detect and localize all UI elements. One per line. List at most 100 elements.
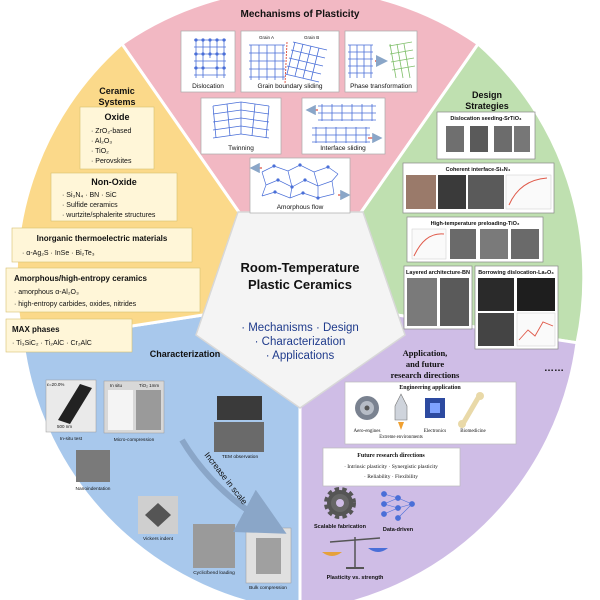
interface-lattice-icon (312, 104, 376, 143)
ceramic-box-nonoxide-line1: · Sulfide ceramics (62, 202, 118, 209)
mechanism-label-phase-transformation: Phase transformation (350, 83, 412, 90)
ceramic-box-oxide-title: Oxide (104, 112, 129, 122)
design-label-layered-architecture: Layered architecture-BN (406, 270, 470, 276)
ceramic-box-oxide-line2: · TiO₂ (91, 148, 109, 155)
mechanisms-panel: Mechanisms of Plasticity Dislocation Gra… (180, 9, 418, 214)
gb-tag-grain-a: Grain A (259, 35, 274, 40)
future-line1: · Intrinsic plasticity · Synergistic pla… (344, 464, 438, 470)
design-title-line2: Strategies (465, 101, 509, 111)
ceramic-box-nonoxide-line0: · Si₃N₄ · BN · SiC (62, 192, 117, 199)
ceramics-title-line2: Systems (98, 97, 135, 107)
mechanism-label-gb-sliding: Grain boundary sliding (257, 83, 322, 90)
center-title-line2: Plastic Ceramics (248, 277, 352, 292)
ceramic-box-amorphous-line1: · high-entropy carbides, oxides, nitride… (14, 301, 137, 308)
future-line2: · Reliability · Flexibility (364, 474, 418, 480)
bulk-specimen-shape (256, 538, 281, 574)
center-sub-line2: · Characterization (255, 336, 346, 348)
applications-title-line2: and future (406, 359, 445, 369)
design-label-preloading: High-temperature preloading-TiO₂ (431, 221, 520, 227)
amorphous-flow-box (249, 157, 351, 214)
bottom-label-data-driven: Data-driven (383, 527, 414, 533)
twinning-lattice-icon (212, 101, 270, 139)
design-title-line1: Design (472, 90, 502, 100)
design-label-dislocation-seeding: Dislocation seeding-SrTiO₃ (450, 116, 522, 122)
ceramic-box-oxide-line1: · Al₂O₃ (91, 138, 112, 145)
ceramic-box-max-line0: · Ti₃SiC₂ · Ti₂AlC · Cr₂AlC (12, 340, 92, 347)
borrowing-plot (516, 312, 556, 347)
ceramics-title-line1: Ceramic (99, 86, 135, 96)
center-title-line1: Room-Temperature (241, 260, 360, 275)
vickers-indent-shape (145, 503, 171, 527)
char-caption-tem: TEM observation (222, 454, 259, 460)
tem-main-image (214, 422, 264, 452)
center-sub-line3: · Applications (266, 350, 335, 362)
design-panel: Design Strategies Dislocation seeding-Sr… (402, 90, 564, 374)
engineering-label-biomedicine: Biomedicine (460, 429, 486, 434)
characterization-title: Characterization (150, 349, 221, 359)
ceramic-box-oxide-line3: · Perovskites (91, 158, 132, 165)
seeding-sample-2-image (470, 126, 488, 152)
char-scale-bar-label: 500 nm (57, 424, 72, 429)
ceramic-box-nonoxide (50, 172, 178, 222)
char-tag-insitu: In situ (110, 383, 123, 388)
gb-boundary-line (284, 41, 288, 85)
borrowing-plot-curve (518, 321, 554, 341)
preloading-curve-line (413, 233, 445, 257)
coherent-micrograph-3-image (468, 175, 504, 209)
design-label-borrowing-dislocation: Borrowing dislocation-La₂O₃ (478, 270, 554, 276)
ceramic-box-max (5, 318, 133, 353)
ceramic-box-thermoelectric-title: Inorganic thermoelectric materials (37, 234, 168, 243)
ceramic-box-oxide-line0: · ZrO₂-based (91, 128, 132, 135)
ceramic-box-oxide (79, 106, 155, 170)
borrowing-image-1 (478, 278, 514, 311)
ceramic-box-max-title: MAX phases (12, 325, 60, 334)
bottom-label-plasticity-vs-strength: Plasticity vs. strength (327, 575, 384, 581)
mechanism-label-dislocation: Dislocation (192, 83, 224, 90)
char-caption-insitu: In-situ test (60, 436, 83, 442)
engineering-label-extreme-environments: Extreme environments (379, 435, 423, 440)
preloading-pillar-1-image (450, 229, 476, 259)
characterization-panel: Characterization ε=20.0% 500 nm In-situ … (45, 349, 292, 591)
bone-icon (458, 392, 484, 428)
future-title: Future research directions (357, 453, 425, 459)
ceramic-box-nonoxide-title: Non-Oxide (91, 177, 137, 187)
char-caption-bulk: Bulk compression (249, 585, 287, 591)
preloading-pillar-2-image (480, 229, 508, 259)
coherent-micrograph-2-image (438, 175, 466, 209)
engineering-label-aero-engines: Aero-engines (354, 429, 381, 434)
dislocation-box (180, 30, 236, 93)
char-caption-nanoindentation: Nanoindentation (76, 486, 111, 492)
applications-panel: Application, and future research directi… (314, 348, 517, 581)
ceramic-box-amorphous (5, 267, 201, 313)
mechanism-label-interface-sliding: Interface sliding (320, 145, 366, 152)
chip-icon (425, 398, 445, 418)
tem-strip-image (217, 396, 262, 420)
char-caption-micro-compression: Micro-compression (114, 437, 155, 443)
future-box (322, 447, 461, 487)
phase-lattice-blue-icon (348, 44, 373, 78)
ceramic-box-amorphous-title: Amorphous/high-entropy ceramics (14, 274, 147, 283)
micro-compression-pillar-1 (108, 390, 133, 430)
seeding-sample-3-image (494, 126, 512, 152)
cyclic-image (193, 524, 235, 568)
preloading-pillar-3-image (511, 229, 539, 259)
borrowing-image-3 (478, 313, 514, 346)
rocket-icon (394, 393, 408, 430)
ceramics-panel: Ceramic Systems Oxide · ZrO₂-based · Al₂… (5, 86, 201, 353)
seeding-sample-1-image (446, 126, 464, 152)
engine-icon (355, 396, 379, 420)
coherent-curve-line (508, 177, 548, 206)
insitu-probe-shape (58, 384, 92, 424)
engineering-label-electronics: Electronics (424, 429, 447, 434)
gear-icon (324, 487, 356, 519)
ceramic-box-amorphous-line0: · amorphous α-Al₂O₃ (14, 289, 79, 296)
borrowing-image-2 (517, 278, 555, 311)
coherent-curve-plot (505, 174, 552, 210)
scale-arrow (179, 438, 287, 534)
layered-image-2 (440, 278, 469, 326)
applications-title-line3: research directions (391, 370, 460, 380)
char-tag-tio2: TiO₂ 1mm (139, 383, 159, 388)
design-ellipsis: …… (544, 363, 564, 374)
phase-lattice-green-icon (388, 41, 416, 79)
nanoindentation-image (76, 450, 110, 482)
